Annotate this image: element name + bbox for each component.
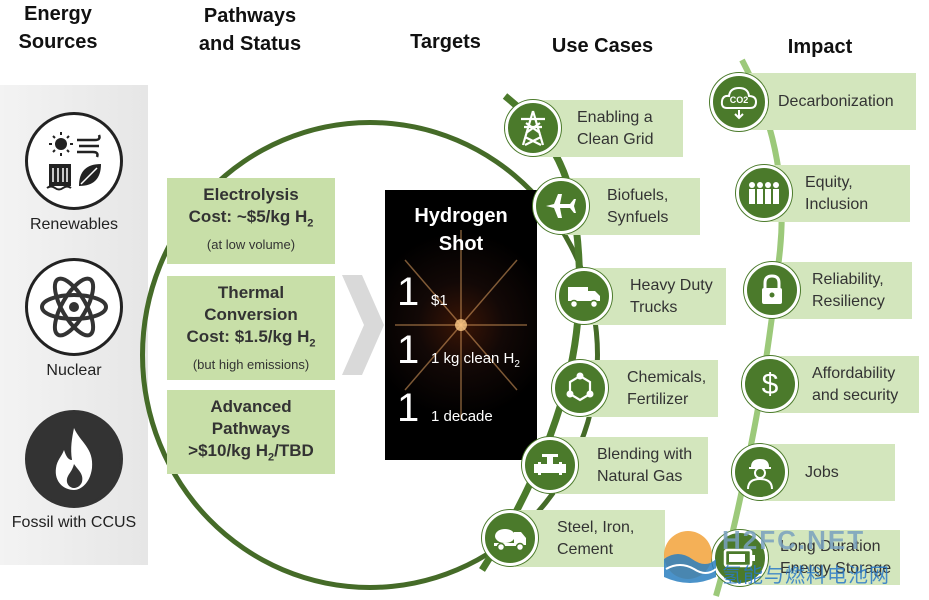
pathway-advanced-title2: Pathways (211, 419, 291, 438)
hydrogen-shot-box: Hydrogen Shot 1 $1 1 1 kg clean H2 1 1 d… (385, 190, 537, 460)
header-pathways-line1: Pathways (203, 5, 297, 27)
people-icon (736, 165, 792, 221)
airplane-icon (533, 178, 589, 234)
source-fossil: Fossil with CCUS (0, 410, 148, 532)
flame-icon (25, 410, 123, 508)
impact-reliability-text: Reliability,Resiliency (812, 270, 885, 310)
use-case-chemicals-text: Chemicals,Fertilizer (627, 368, 707, 408)
worker-icon (732, 444, 788, 500)
pipeline-icon (522, 437, 578, 493)
header-energy-sources: Energy Sources (8, 0, 108, 56)
atom-icon (25, 258, 123, 356)
hydrogen-shot-title2: Shot (438, 233, 484, 255)
pathway-electrolysis-cost: Cost: ~$5/kg H2 (188, 207, 314, 230)
watermark-subtext: 氢能与燃料电池网 (722, 565, 890, 587)
chevron-right-icon (338, 275, 386, 375)
shot-row-time: 1 1 decade (397, 386, 493, 431)
header-energy-sources-line2: Sources (18, 31, 98, 53)
source-nuclear: Nuclear (0, 258, 148, 380)
svg-text:$: $ (762, 368, 779, 401)
use-case-steel: Steel, Iron,Cement (515, 510, 665, 567)
shot-row-cost-num: 1 (397, 270, 420, 314)
pathway-thermal-title1: Thermal (217, 283, 285, 302)
shot-row-quantity: 1 1 kg clean H2 (397, 328, 520, 373)
header-energy-sources-line1: Energy (24, 3, 92, 25)
source-label-nuclear: Nuclear (46, 362, 102, 379)
source-label-fossil: Fossil with CCUS (11, 514, 137, 531)
hydrogen-shot-title1: Hydrogen (414, 205, 508, 227)
cement-mixer-icon (482, 510, 538, 566)
watermark-text: H2FC.NET (722, 525, 866, 555)
dollar-icon: $ (742, 356, 798, 412)
shot-row-cost: 1 $1 (397, 270, 448, 315)
header-pathways-line2: and Status (198, 33, 302, 55)
pathway-advanced-title1: Advanced (210, 397, 292, 416)
pathway-thermal-cost: Cost: $1.5/kg H2 (186, 327, 316, 350)
hydrogen-shot-title: Hydrogen Shot (385, 202, 537, 258)
pathway-electrolysis-note: (at low volume) (206, 237, 296, 253)
header-use-cases: Use Cases (551, 35, 654, 57)
pathway-thermal-note: (but high emissions) (192, 357, 310, 373)
header-targets: Targets (410, 31, 481, 53)
impact-equity-text: Equity,Inclusion (805, 173, 869, 213)
pathway-electrolysis-title: Electrolysis (203, 185, 299, 204)
co2-cloud-icon: CO2 (710, 73, 768, 131)
svg-text:CO2: CO2 (730, 95, 749, 105)
transmission-tower-icon (505, 100, 561, 156)
pathways-circle (140, 120, 600, 590)
lock-icon (744, 262, 800, 318)
use-case-steel-text: Steel, Iron,Cement (557, 518, 635, 558)
shot-row-quantity-text: 1 kg clean H2 (431, 350, 520, 370)
shot-row-quantity-num: 1 (397, 328, 420, 372)
header-pathways: Pathways and Status (180, 2, 320, 58)
pathway-electrolysis: Electrolysis Cost: ~$5/kg H2 (at low vol… (167, 178, 335, 264)
pathway-advanced: Advanced Pathways >$10/kg H2/TBD (167, 390, 335, 474)
renewables-icon (25, 112, 123, 210)
shot-row-time-num: 1 (397, 386, 420, 430)
impact-reliability: Reliability,Resiliency (772, 262, 912, 319)
source-label-renewables: Renewables (29, 216, 119, 233)
source-renewables: Renewables (0, 112, 148, 234)
impact-jobs-text: Jobs (805, 463, 839, 481)
impact-decarbonization-text: Decarbonization (778, 92, 894, 110)
pathway-thermal: Thermal Conversion Cost: $1.5/kg H2 (but… (167, 276, 335, 380)
shot-row-time-text: 1 decade (431, 408, 493, 425)
pathway-advanced-cost: >$10/kg H2/TBD (188, 441, 314, 464)
header-impact: Impact (787, 36, 853, 58)
use-case-biofuels-text: Biofuels,Synfuels (607, 186, 669, 226)
shot-row-cost-text: $1 (431, 292, 448, 309)
pathway-thermal-title2: Conversion (204, 305, 298, 324)
watermark-logo: H2FC.NET 氢能与燃料电池网 (660, 525, 920, 590)
truck-icon (556, 268, 612, 324)
molecule-icon (552, 360, 608, 416)
battery-icon (712, 530, 768, 586)
